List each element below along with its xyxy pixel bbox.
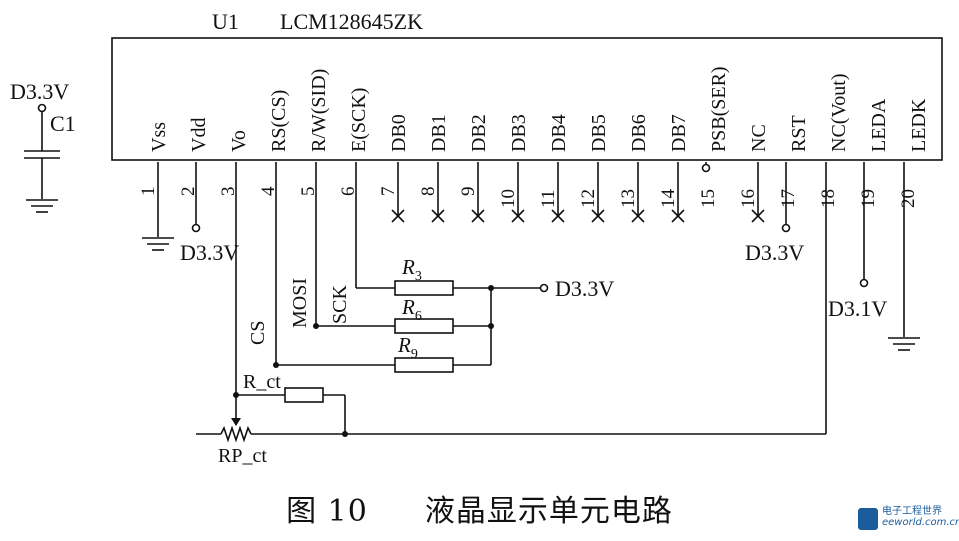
pin-number: 1 — [138, 187, 159, 197]
pin-name: DB2 — [468, 114, 490, 152]
pin-name: NC(Vout) — [828, 73, 850, 152]
leda-terminal-icon — [859, 278, 869, 288]
pin-number: 12 — [578, 189, 599, 208]
pin-number: 8 — [418, 187, 439, 197]
r9-label: R9 — [397, 333, 418, 362]
pin-number: 7 — [378, 187, 399, 197]
pin-name: LEDA — [868, 98, 890, 152]
no-connect-icon — [391, 209, 405, 223]
pin-number: 14 — [658, 189, 679, 209]
pin-name-group: Vss Vdd Vo RS(CS) R/W(SID) E(SCK) DB0 DB1 DB2 DB3… — [148, 66, 930, 152]
pullup-terminal-icon — [539, 283, 549, 293]
watermark-badge-icon — [858, 508, 878, 530]
pin2-terminal-icon — [191, 223, 201, 233]
pin-number: 13 — [618, 189, 639, 208]
pin-name: LEDK — [908, 98, 930, 152]
wiper-arrow-icon — [231, 418, 241, 426]
resistor-r3 — [394, 280, 454, 296]
rpct-label: RP_ct — [218, 445, 267, 467]
no-connect-icon — [591, 209, 605, 223]
no-connect-icon — [631, 209, 645, 223]
cs-net-label: CS — [247, 321, 269, 345]
pin-number: 2 — [178, 187, 199, 197]
resistor-rct — [284, 387, 324, 403]
pin-number: 9 — [458, 187, 479, 197]
leda-supply-label: D3.1V — [828, 296, 887, 321]
pin-name: R/W(SID) — [308, 69, 330, 152]
pin-number: 20 — [898, 189, 919, 208]
watermark-cn: 电子工程世界 — [882, 506, 942, 517]
pin-name: RS(CS) — [268, 90, 290, 152]
no-connect-icon — [671, 209, 685, 223]
pin-number: 6 — [338, 187, 359, 197]
pin1-ground-icon — [142, 162, 174, 251]
r3-label: R3 — [401, 255, 422, 284]
junction-dot — [233, 392, 239, 398]
junction-dot — [488, 285, 494, 291]
pin-number: 3 — [218, 187, 239, 197]
psb-terminal-icon — [701, 163, 711, 173]
vdd-supply-label: D3.3V — [180, 240, 239, 265]
rst-supply-label: D3.3V — [745, 240, 804, 265]
pin-number: 16 — [738, 189, 759, 208]
pin-name: DB4 — [548, 114, 570, 152]
watermark-logo: 电子工程世界 eeworld.com.cn — [858, 506, 959, 536]
pin-name: PSB(SER) — [708, 66, 730, 152]
component-ref: U1 — [212, 9, 239, 34]
pin-number: 18 — [818, 189, 839, 208]
component-part: LCM128645ZK — [280, 9, 423, 34]
pin-number: 15 — [698, 189, 719, 208]
pin-number: 4 — [258, 186, 279, 196]
no-connect-icon — [431, 209, 445, 223]
pin-name: DB3 — [508, 114, 530, 152]
pin-name: DB6 — [628, 114, 650, 152]
figure-number: 图 10 — [286, 494, 368, 529]
pin-number: 19 — [858, 189, 879, 208]
pullup-supply-label: D3.3V — [555, 276, 614, 301]
no-connect-icon — [551, 209, 565, 223]
pin-number: 11 — [538, 190, 559, 208]
c1-ground-icon — [26, 199, 58, 213]
junction-dot — [488, 323, 494, 329]
pin-name: Vo — [228, 130, 250, 152]
capacitor-c1 — [24, 103, 60, 213]
c1-supply-label: D3.3V — [10, 79, 69, 104]
pin-number: 17 — [778, 189, 799, 208]
pin-number: 10 — [498, 189, 519, 208]
pin-name: Vdd — [188, 118, 210, 152]
junction-dot — [342, 431, 348, 437]
pin-name: DB1 — [428, 114, 450, 152]
junction-dot — [273, 362, 279, 368]
pin-name: NC — [748, 124, 770, 152]
pin-name: RST — [788, 115, 810, 152]
potentiometer-rpct-icon — [220, 425, 252, 443]
pin-name: Vss — [148, 122, 170, 152]
pin-lead-group — [391, 162, 765, 223]
figure-caption: 图 10 液晶显示单元电路 — [0, 486, 959, 530]
r6-label: R6 — [401, 295, 422, 324]
watermark-en: eeworld.com.cn — [882, 517, 959, 528]
no-connect-icon — [471, 209, 485, 223]
c1-terminal-icon — [37, 103, 47, 113]
resistor-r9 — [394, 357, 454, 373]
c1-label: C1 — [50, 111, 76, 136]
rct-label: R_ct — [243, 371, 281, 393]
ledk-ground-icon — [888, 162, 920, 351]
pin-name: DB7 — [668, 114, 690, 152]
rst-terminal-icon — [781, 223, 791, 233]
sck-net-label: SCK — [329, 285, 351, 324]
pin-name: DB0 — [388, 114, 410, 152]
pin-name: E(SCK) — [348, 88, 370, 152]
pin-number: 5 — [298, 187, 319, 197]
mosi-net-label: MOSI — [289, 278, 311, 328]
no-connect-icon — [511, 209, 525, 223]
junction-dot — [313, 323, 319, 329]
figure-title: 液晶显示单元电路 — [424, 494, 673, 529]
resistor-r6 — [394, 318, 454, 334]
lcm-body — [111, 37, 943, 161]
pin-name: DB5 — [588, 114, 610, 152]
no-connect-icon — [751, 209, 765, 223]
